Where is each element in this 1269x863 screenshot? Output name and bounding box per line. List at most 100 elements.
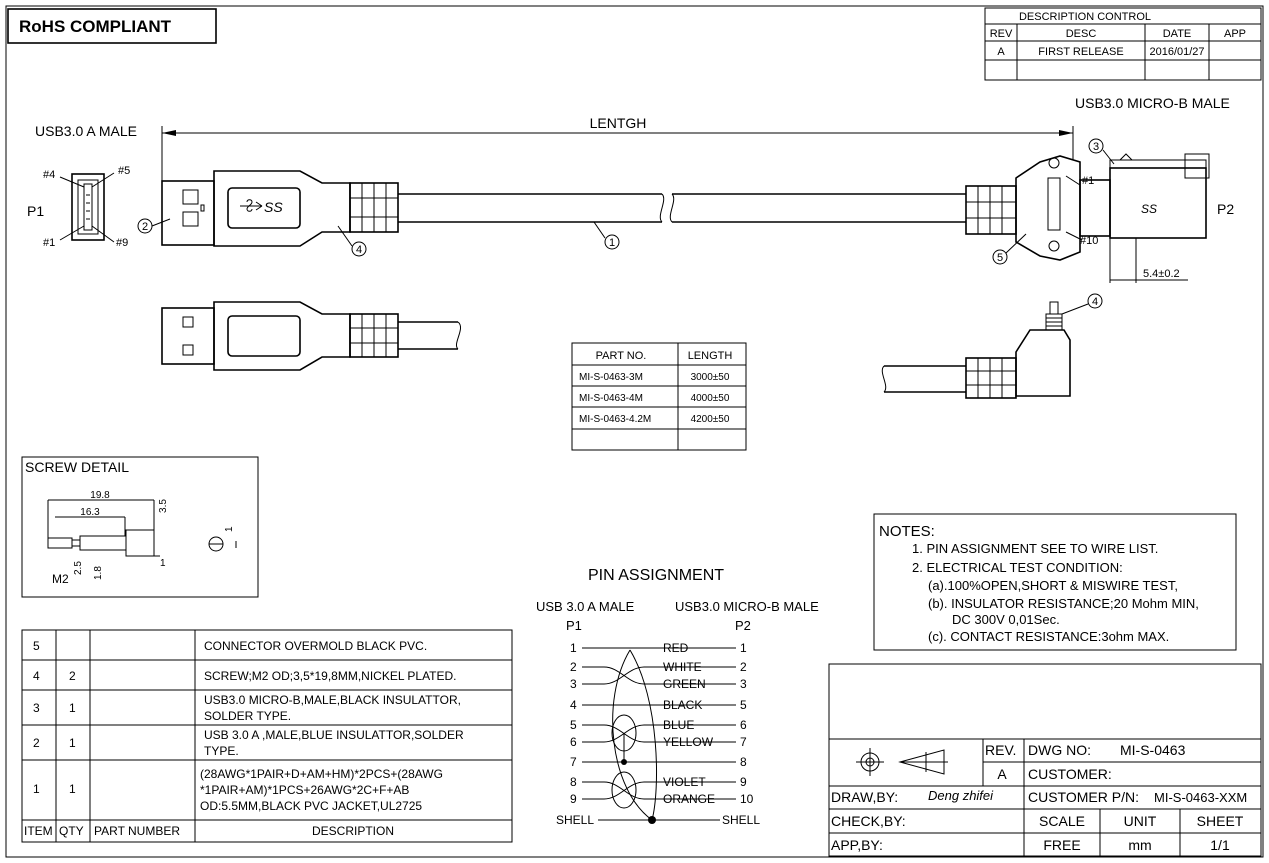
pin-assignment-p2: P2 bbox=[735, 618, 751, 633]
bom-item-2: 2 bbox=[33, 736, 40, 750]
wire-color-white: WHITE bbox=[663, 660, 702, 674]
p1-pin4-label: #4 bbox=[43, 169, 55, 181]
bom-desc-2-line2: TYPE. bbox=[204, 744, 239, 758]
right-pin-2: 2 bbox=[740, 660, 747, 674]
desc-control-header-app: APP bbox=[1224, 28, 1246, 40]
pin-assignment-left-title: USB 3.0 A MALE bbox=[536, 599, 635, 614]
rohs-label: RoHS COMPLIANT bbox=[19, 17, 172, 36]
parts-table: PART NO. LENGTH MI-S-0463-3M 3000±50 MI-… bbox=[571, 342, 747, 451]
balloon-3: 3 bbox=[1088, 138, 1115, 165]
bom-desc-2-line1: USB 3.0 A ,MALE,BLUE INSULATTOR,SOLDER bbox=[204, 728, 464, 742]
dwg-no-label: DWG NO: bbox=[1028, 742, 1091, 758]
wire-color-red: RED bbox=[663, 641, 689, 655]
notes-box: NOTES: 1. PIN ASSIGNMENT SEE TO WIRE LIS… bbox=[873, 513, 1237, 651]
desc-control-rev: A bbox=[997, 46, 1005, 58]
bom-desc-3-line2: SOLDER TYPE. bbox=[204, 709, 291, 723]
p1-pin5-label: #5 bbox=[118, 165, 130, 177]
desc-control-date: 2016/01/27 bbox=[1149, 46, 1204, 58]
micro-b-pin10-label: #10 bbox=[1080, 235, 1098, 247]
screw-dim-neck: 1.8 bbox=[93, 566, 104, 580]
bom-table: 5 CONNECTOR OVERMOLD BLACK PVC. 4 2 SCRE… bbox=[21, 629, 513, 843]
micro-b-ss-logo: SS bbox=[1141, 202, 1157, 216]
screw-dim-length: 19.8 bbox=[90, 490, 110, 501]
wire-color-yellow: YELLOW bbox=[663, 735, 714, 749]
bom-header-item: ITEM bbox=[24, 824, 53, 838]
desc-control-header-rev: REV bbox=[990, 28, 1013, 40]
bom-item-4: 4 bbox=[33, 669, 40, 683]
left-pin-4: 4 bbox=[570, 698, 577, 712]
balloon-5-label: 5 bbox=[997, 252, 1003, 264]
micro-b-side-view bbox=[881, 301, 1071, 399]
usb-a-plug-top: SS bbox=[161, 170, 399, 247]
right-pin-8: 8 bbox=[740, 755, 747, 769]
usb-a-ss-logo: SS bbox=[264, 199, 283, 215]
notes-title: NOTES: bbox=[879, 523, 935, 540]
balloon-4b-label: 4 bbox=[1092, 296, 1098, 308]
dwg-no-value: MI-S-0463 bbox=[1120, 742, 1186, 758]
right-pin-shell: SHELL bbox=[722, 813, 760, 827]
bom-desc-3-line1: USB3.0 MICRO-B,MALE,BLACK INSULATTOR, bbox=[204, 693, 461, 707]
balloon-4: 4 bbox=[337, 225, 367, 257]
balloon-5: 5 bbox=[992, 233, 1027, 265]
left-pin-7: 7 bbox=[570, 755, 577, 769]
screw-dim-thread: 16.3 bbox=[80, 507, 100, 518]
screw-dim-diameter: 2.5 bbox=[73, 561, 84, 575]
pin-assignment-p1: P1 bbox=[566, 618, 582, 633]
right-pin-1: 1 bbox=[740, 641, 747, 655]
desc-control-desc: FIRST RELEASE bbox=[1038, 46, 1123, 58]
left-pin-9: 9 bbox=[570, 792, 577, 806]
left-pin-2: 2 bbox=[570, 660, 577, 674]
pin-assignment: PIN ASSIGNMENT USB 3.0 A MALE USB3.0 MIC… bbox=[536, 567, 819, 827]
parts-row3-length: 4200±50 bbox=[691, 414, 730, 425]
p1-connector-name: USB3.0 A MALE bbox=[35, 123, 137, 139]
note-line-3: (a).100%OPEN,SHORT & MISWIRE TEST, bbox=[928, 578, 1178, 593]
description-control-table: DESCRIPTION CONTROL REV DESC DATE APP A … bbox=[984, 7, 1262, 81]
title-block: REV. A DWG NO: MI-S-0463 CUSTOMER: DRAW,… bbox=[828, 663, 1262, 857]
right-pin-9: 9 bbox=[740, 775, 747, 789]
left-pin-8: 8 bbox=[570, 775, 577, 789]
draw-by-signature: Deng zhifei bbox=[928, 788, 994, 803]
p1-pin9-label: #9 bbox=[116, 237, 128, 249]
sheet-label: SHEET bbox=[1197, 813, 1244, 829]
bom-header-qty: QTY bbox=[59, 824, 84, 838]
sheet-value: 1/1 bbox=[1210, 837, 1230, 853]
pin-assignment-right-title: USB3.0 MICRO-B MALE bbox=[675, 599, 819, 614]
bom-qty-3: 1 bbox=[69, 701, 76, 715]
left-pin-5: 5 bbox=[570, 718, 577, 732]
p2-connector-name: USB3.0 MICRO-B MALE bbox=[1075, 95, 1230, 111]
balloon-3-label: 3 bbox=[1093, 141, 1099, 153]
screw-m2-label: M2 bbox=[52, 572, 69, 586]
micro-b-dimension: 5.4±0.2 bbox=[1143, 268, 1180, 280]
bom-desc-1-line3: OD:5.5MM,BLACK PVC JACKET,UL2725 bbox=[200, 799, 422, 813]
rev-value: A bbox=[997, 766, 1007, 782]
bom-desc-4: SCREW;M2 OD;3,5*19,8MM,NICKEL PLATED. bbox=[204, 669, 457, 683]
bom-item-5: 5 bbox=[33, 639, 40, 653]
parts-header-length: LENGTH bbox=[688, 350, 733, 362]
left-pin-3: 3 bbox=[570, 677, 577, 691]
usb-a-plug-side bbox=[161, 301, 462, 371]
right-pin-6: 6 bbox=[740, 718, 747, 732]
customer-pn-label: CUSTOMER P/N: bbox=[1028, 789, 1139, 805]
wire-color-orange: ORANGE bbox=[663, 792, 715, 806]
bom-item-3: 3 bbox=[33, 701, 40, 715]
unit-label: UNIT bbox=[1124, 813, 1157, 829]
balloon-1: 1 bbox=[593, 221, 620, 250]
parts-row1-length: 3000±50 bbox=[691, 372, 730, 383]
micro-b-plug-top: SS 5.4±0.2 #1 #10 bbox=[965, 153, 1210, 283]
desc-control-header-desc: DESC bbox=[1066, 28, 1097, 40]
draw-by-label: DRAW,BY: bbox=[831, 789, 898, 805]
scale-value: FREE bbox=[1043, 837, 1080, 853]
balloon-4b: 4 bbox=[1061, 293, 1103, 315]
bom-qty-4: 2 bbox=[69, 669, 76, 683]
screw-detail-title: SCREW DETAIL bbox=[25, 459, 129, 475]
left-pin-6: 6 bbox=[570, 735, 577, 749]
wire-color-black: BLACK bbox=[663, 698, 702, 712]
check-by-label: CHECK,BY: bbox=[831, 813, 906, 829]
wire-color-blue: BLUE bbox=[663, 718, 694, 732]
bom-desc-1-line2: *1PAIR+AM)*1PCS+26AWG*2C+F+AB bbox=[200, 783, 409, 797]
desc-control-header-date: DATE bbox=[1163, 28, 1192, 40]
note-line-6: (c). CONTACT RESISTANCE:3ohm MAX. bbox=[928, 629, 1169, 644]
rev-label: REV. bbox=[985, 742, 1016, 758]
desc-control-title: DESCRIPTION CONTROL bbox=[1019, 11, 1151, 23]
